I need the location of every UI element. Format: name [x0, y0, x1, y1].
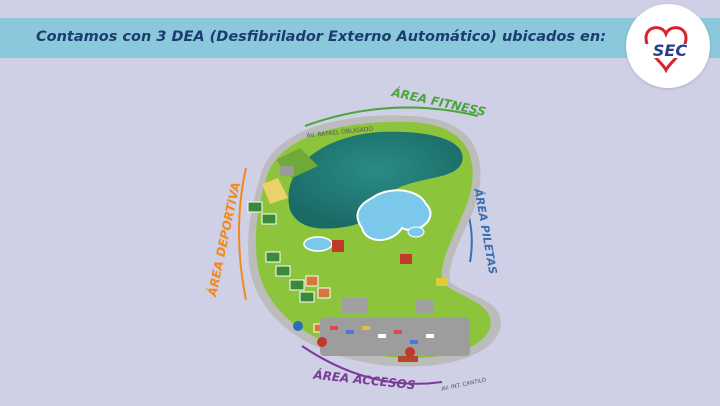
heart-icon: [644, 26, 688, 74]
sec-logo: SEC: [626, 4, 710, 88]
street-label-south: AV. INT. CANTILO: [441, 377, 488, 393]
pool-kids: [407, 226, 425, 238]
banner-title: Contamos con 3 DEA (Desfibrilador Extern…: [36, 29, 607, 45]
label-area-accesos: ÁREA ACCESOS: [312, 367, 416, 393]
area-deportiva-arc: [238, 167, 247, 301]
buildings: [280, 166, 448, 362]
label-area-piletas: ÁREA PILETAS: [471, 187, 499, 276]
parking-lot: [320, 318, 470, 356]
label-area-deportiva: ÁREA DEPORTIVA: [204, 181, 243, 299]
area-fitness-arc: [304, 106, 479, 127]
parked-cars: [330, 326, 434, 344]
access-arrow-icons: [293, 321, 415, 357]
area-accesos-arc: [301, 345, 443, 385]
tennis-courts: [247, 201, 315, 303]
header-banner: [0, 18, 720, 58]
beach-area: [262, 178, 288, 204]
lake: [288, 131, 463, 229]
label-area-fitness: ÁREA FITNESS: [389, 84, 487, 119]
clay-courts: [305, 275, 331, 333]
logo-text: SEC: [653, 41, 687, 60]
pool-small: [303, 236, 333, 252]
